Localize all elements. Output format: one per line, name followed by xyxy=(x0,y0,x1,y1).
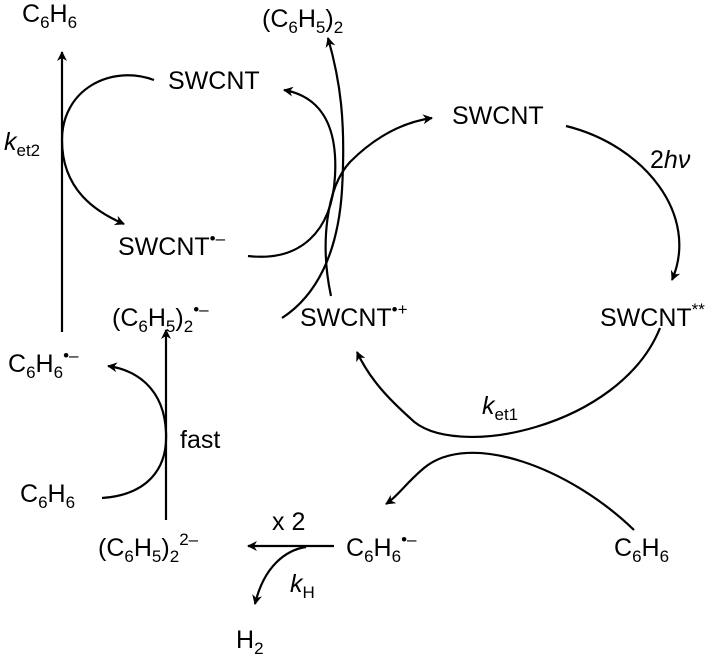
ket1-label: ket1 xyxy=(482,392,518,424)
arrow-ket1-upper xyxy=(356,327,662,438)
arrow-swcnt-cation-to-swcnt xyxy=(324,114,433,297)
arrow-benzene-reduction-left xyxy=(101,362,168,500)
arrow-swcnt-anion-to-swcnt xyxy=(247,86,337,258)
benzene-bottom-right-label: C6H6 xyxy=(614,534,669,566)
ket2-label: ket2 xyxy=(4,128,40,160)
swcnt-right-label: SWCNT xyxy=(452,102,544,130)
benzene-anion-bottom-label: C6H6•– xyxy=(346,530,417,566)
fast-label: fast xyxy=(180,426,220,454)
biphenyl-label: (C6H5)2 xyxy=(262,5,343,37)
arrow-hydrogen-evolution xyxy=(252,545,307,605)
swcnt-cation-label: SWCNT•+ xyxy=(300,300,408,332)
swcnt-anion-label: SWCNT•– xyxy=(118,229,226,261)
arrow-ket1-lower xyxy=(385,451,635,531)
hydrogen-label: H2 xyxy=(236,626,264,658)
benzene-left-label: C6H6 xyxy=(20,480,75,512)
x2-label: x 2 xyxy=(272,508,305,536)
biphenyl-anion-label: (C6H5)2•– xyxy=(112,300,209,336)
arrow-photoexcitation xyxy=(565,124,681,281)
swcnt-left-label: SWCNT xyxy=(168,67,260,95)
arrow-biphenyl-anion-to-biphenyl xyxy=(281,37,345,319)
photon-label: 2hν xyxy=(650,146,691,174)
arrow-ket2-loop xyxy=(60,74,155,226)
swcnt-excited-label: SWCNT** xyxy=(600,300,705,332)
benzene-top-label: C6H6 xyxy=(22,0,77,32)
benzene-anion-left-label: C6H6•– xyxy=(8,346,79,382)
biphenyl-dianion-label: (C6H5)22– xyxy=(98,530,199,566)
kH-label: kH xyxy=(290,570,315,602)
